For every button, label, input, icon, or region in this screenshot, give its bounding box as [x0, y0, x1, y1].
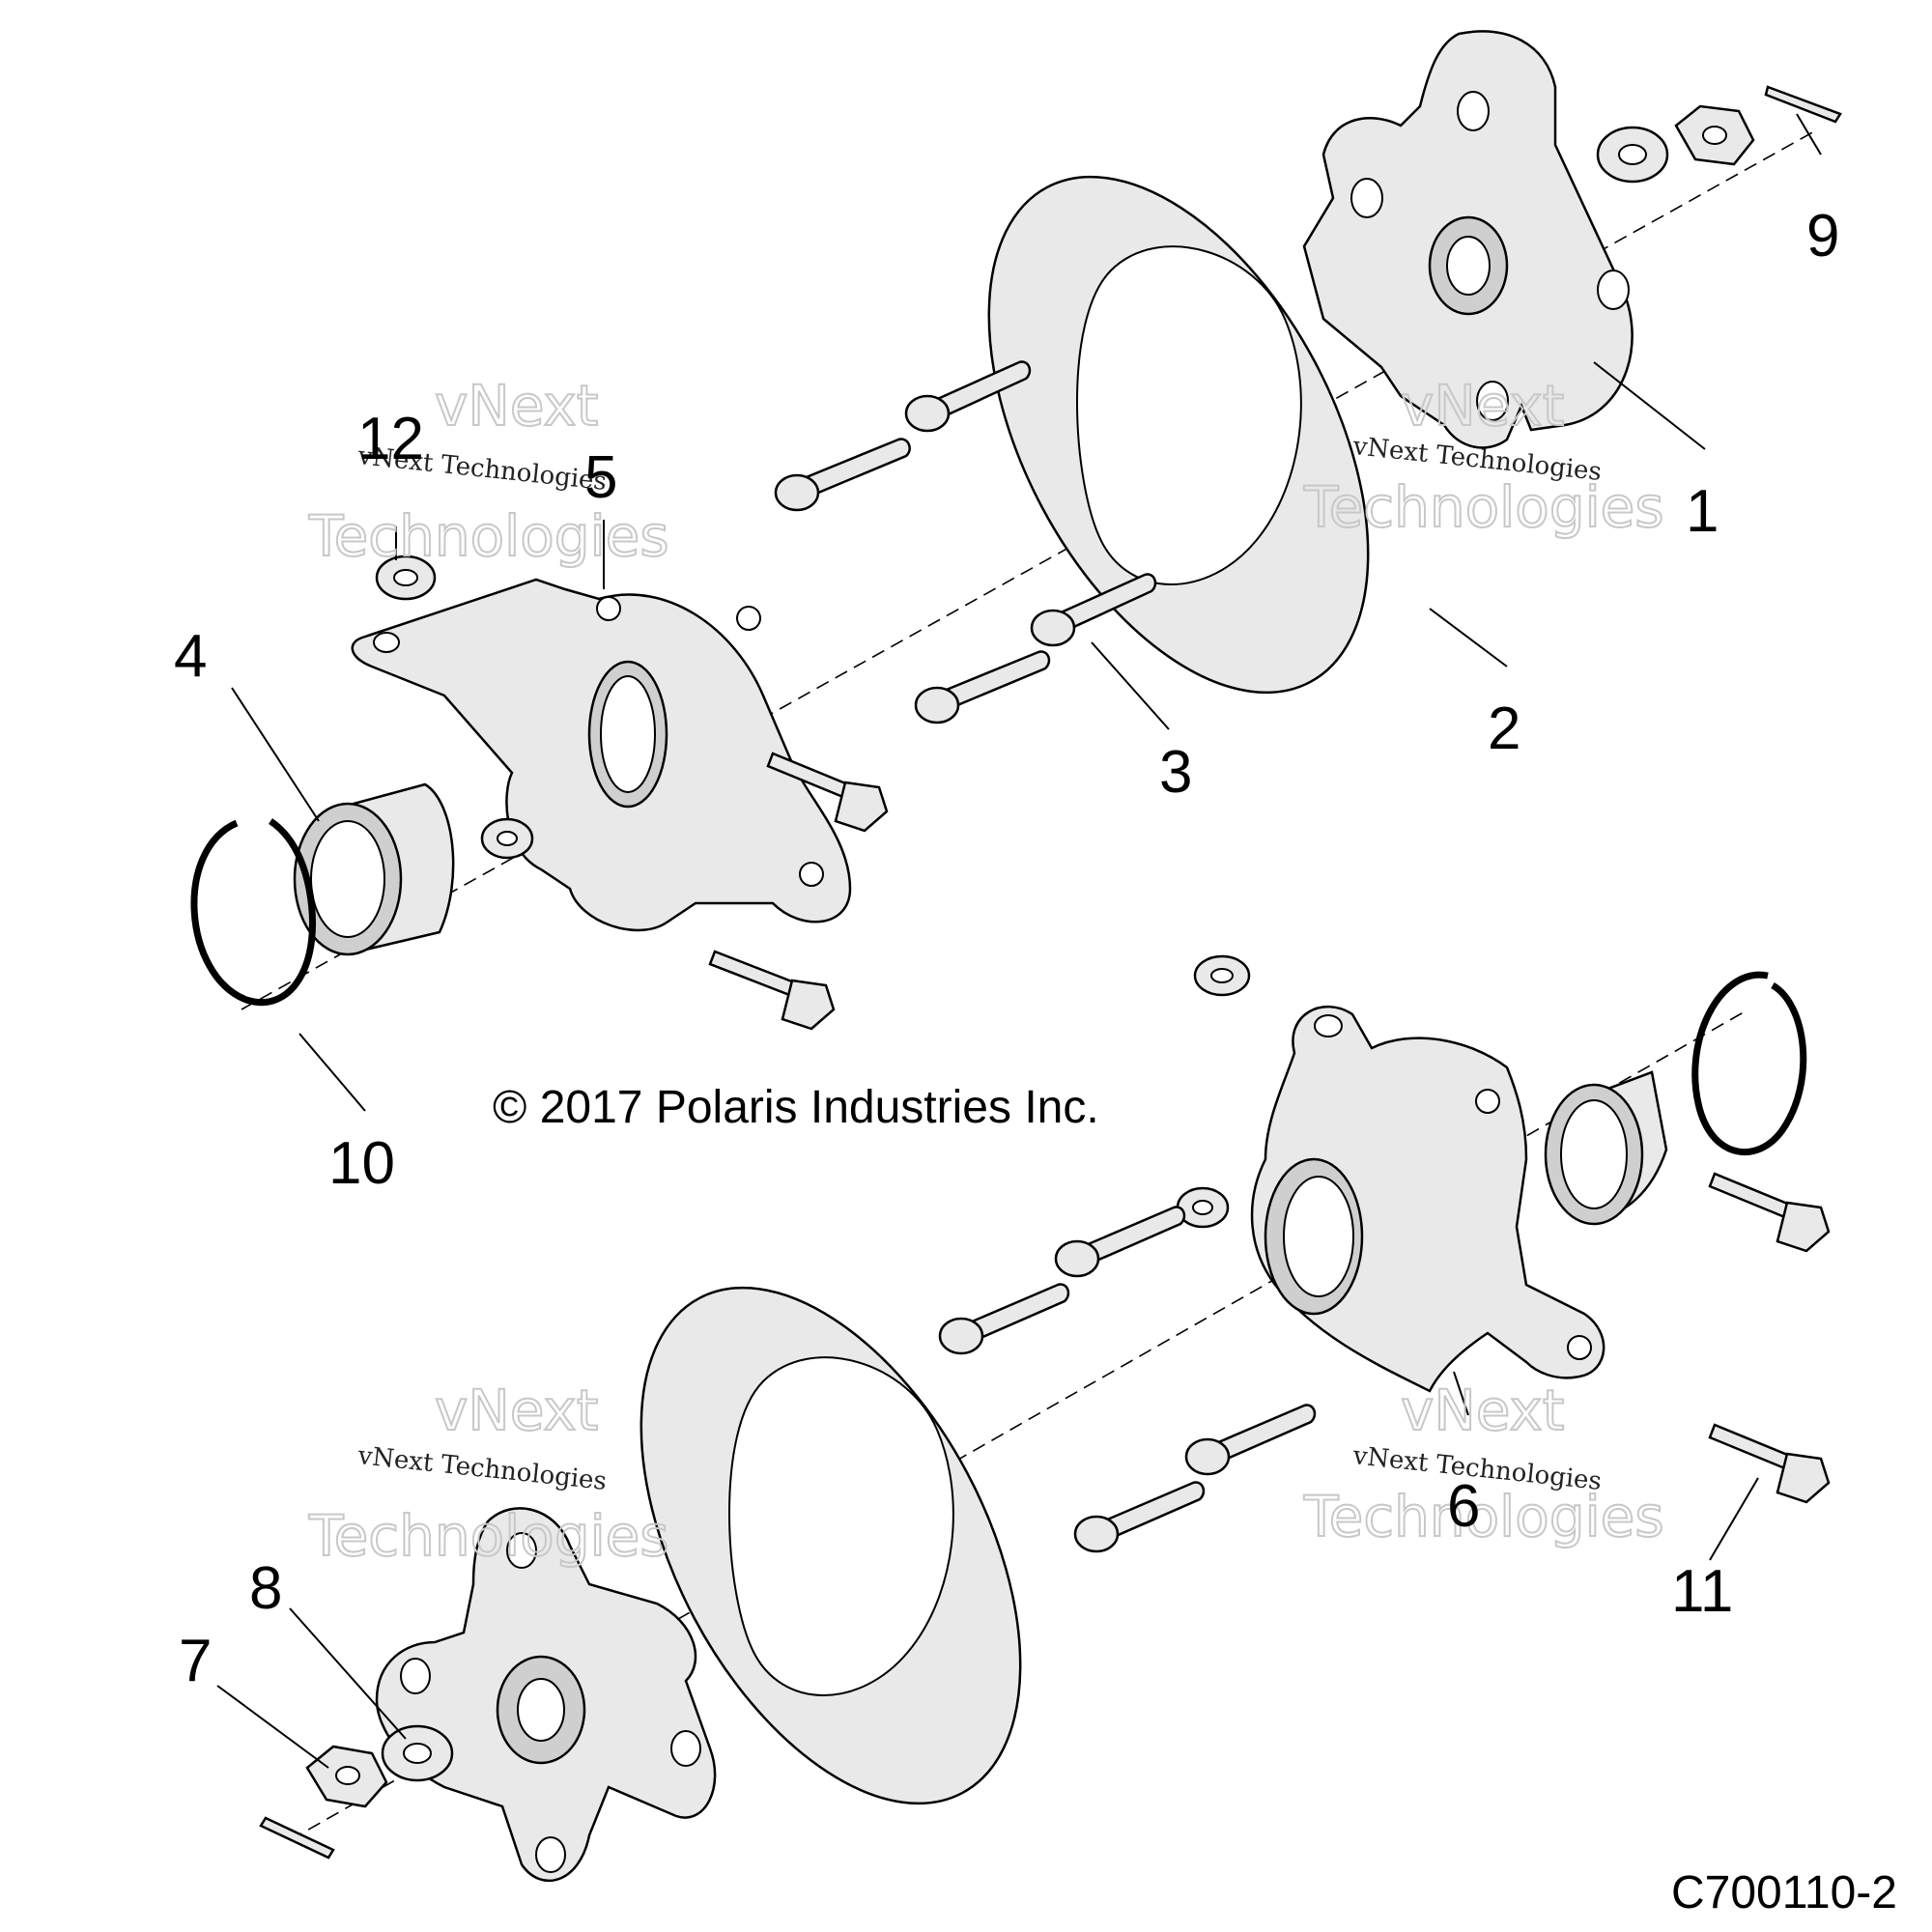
knuckle-upper: [351, 578, 852, 932]
wheel-studs-lower: [938, 1206, 1317, 1553]
callout-3: 3: [1159, 739, 1192, 806]
copyright-notice: © 2017 Polaris Industries Inc.: [493, 1082, 1099, 1133]
callout-7: 7: [179, 1628, 212, 1694]
callout-12: 12: [357, 406, 424, 472]
bearing-lower: [1544, 1070, 1668, 1226]
svg-text:Technologies: Technologies: [1303, 474, 1664, 540]
callout-4: 4: [174, 623, 207, 690]
retaining-ring-upper: [190, 818, 316, 1007]
cotter-pin-upper: [1764, 85, 1842, 124]
svg-text:vNext: vNext: [1401, 373, 1564, 439]
bushing-lower-top: [1193, 954, 1251, 997]
figure-id: C700110-2: [1671, 1867, 1897, 1918]
cotter-pin-lower: [259, 1816, 335, 1860]
brake-disc-upper: [987, 175, 1370, 695]
bearing-upper: [293, 782, 455, 956]
knuckle-bolts-upper: [708, 752, 889, 1031]
washer-lower: [381, 1724, 454, 1782]
svg-text:vNext: vNext: [1401, 1378, 1564, 1443]
callout-8: 8: [249, 1555, 282, 1622]
callout-5: 5: [584, 444, 617, 511]
svg-text:Technologies: Technologies: [308, 503, 669, 569]
svg-text:Technologies: Technologies: [1303, 1484, 1664, 1549]
castle-nut-lower: [305, 1745, 388, 1808]
washer-upper: [1596, 126, 1669, 184]
callout-10: 10: [328, 1130, 395, 1197]
leader-lines: [216, 113, 1822, 1769]
watermark-bottom-right: vNext Technologies vNext Technologies: [1302, 1377, 1665, 1550]
knuckle-bolts-lower: [1708, 1172, 1831, 1504]
callout-1: 1: [1686, 478, 1719, 545]
knuckle-lower: [1250, 1005, 1605, 1393]
svg-text:vNext: vNext: [435, 373, 598, 439]
svg-text:vNext Technologies: vNext Technologies: [355, 1441, 608, 1496]
callout-9: 9: [1806, 203, 1839, 270]
callout-6: 6: [1447, 1473, 1480, 1540]
castle-nut-upper: [1674, 104, 1755, 166]
wheel-studs-upper: [774, 360, 1157, 724]
watermark-bottom-left: vNext Technologies vNext Technologies: [307, 1377, 670, 1570]
bushing-upper-top: [375, 554, 437, 601]
bushing-lower-side: [1176, 1186, 1230, 1229]
bushing-upper-side: [480, 817, 534, 860]
retaining-ring-lower: [1691, 971, 1807, 1156]
callout-11: 11: [1671, 1558, 1733, 1625]
hub-lower: [375, 1507, 717, 1882]
svg-text:Technologies: Technologies: [308, 1503, 669, 1569]
brake-disc-lower: [639, 1286, 1022, 1805]
assembly-axis-upper: [241, 129, 1817, 1010]
callout-2: 2: [1488, 696, 1520, 762]
hub-upper: [1302, 30, 1634, 449]
svg-text:vNext: vNext: [435, 1378, 598, 1443]
